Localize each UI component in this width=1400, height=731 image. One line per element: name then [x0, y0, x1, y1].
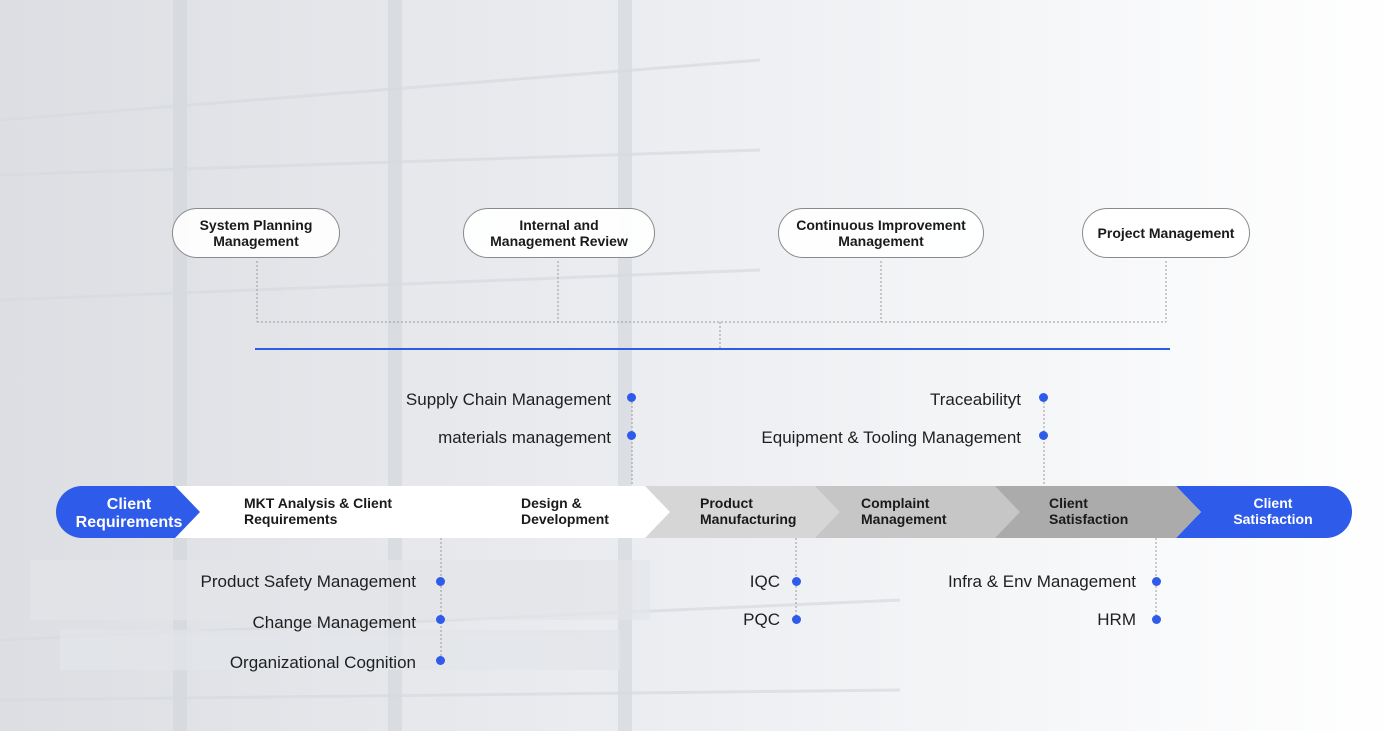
infra-env-dot: [1152, 577, 1161, 586]
project-management-box: Project Management: [1082, 208, 1250, 258]
change-management-label: Change Management: [252, 613, 416, 632]
supply-chain-dot: [627, 393, 636, 402]
traceability-dot: [1039, 393, 1048, 402]
pqc-dot: [792, 615, 801, 624]
organizational-cognition-dot: [436, 656, 445, 665]
internal-review-box: Internal and Management Review: [463, 208, 655, 258]
hrm-dot: [1152, 615, 1161, 624]
materials-dot: [627, 431, 636, 440]
client-satisfaction-blue-label: Client Satisfaction: [1233, 495, 1313, 527]
materials-management-label: materials management: [438, 428, 611, 447]
iqc-dot: [792, 577, 801, 586]
product-safety-dot: [436, 577, 445, 586]
design-development-label: Design & Development: [521, 495, 609, 527]
change-management-dot: [436, 615, 445, 624]
supply-chain-management-label: Supply Chain Management: [405, 390, 611, 409]
traceability-label: Traceabilityt: [929, 390, 1021, 409]
system-planning-box: System Planning Management: [172, 208, 340, 258]
client-satisfaction-gray-label: Client Satisfaction: [1049, 495, 1129, 527]
infra-env-label: Infra & Env Management: [947, 572, 1136, 591]
continuous-improvement-box: Continuous Improvement Management: [778, 208, 984, 258]
iqc-label: IQC: [749, 572, 780, 591]
pqc-label: PQC: [743, 610, 780, 629]
product-manufacturing-label: Product Manufacturing: [700, 495, 797, 527]
client-requirements-label: Client Requirements: [75, 496, 183, 531]
complaint-management-label: Complaint Management: [861, 495, 947, 527]
mkt-analysis-label: MKT Analysis & Client Requirements: [244, 495, 393, 527]
hrm-label: HRM: [1097, 610, 1136, 629]
product-safety-label: Product Safety Management: [200, 572, 416, 591]
equipment-tooling-label: Equipment & Tooling Management: [761, 428, 1021, 447]
equipment-dot: [1039, 431, 1048, 440]
organizational-cognition-label: Organizational Cognition: [229, 653, 416, 672]
